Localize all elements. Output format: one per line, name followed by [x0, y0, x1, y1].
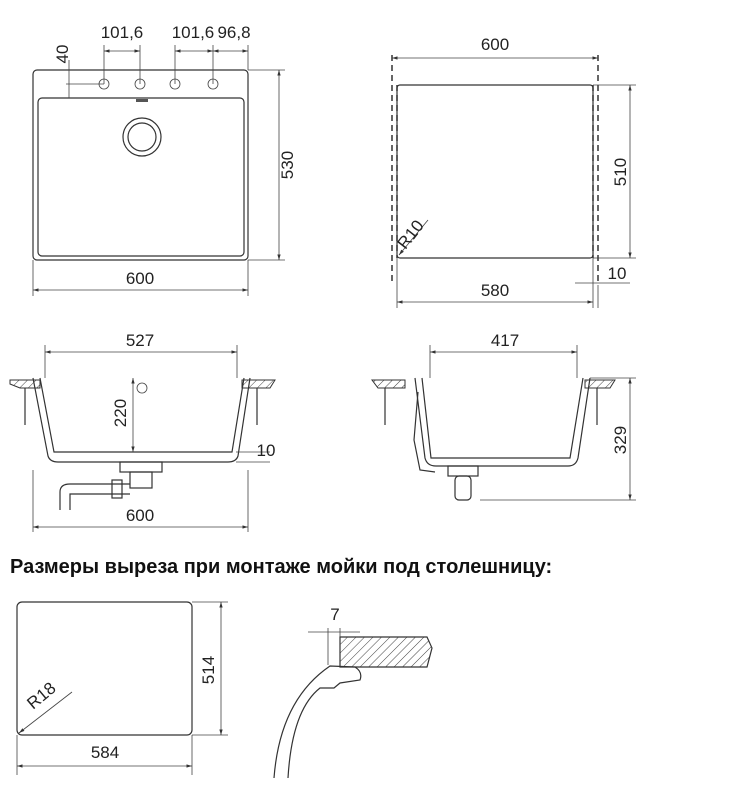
dim-template-width: 600	[481, 35, 509, 54]
dim-cutout-radius: R18	[23, 678, 59, 713]
top-view: 101,6 101,6 96,8 40 530 600	[32, 23, 297, 296]
side-section-view: 417 329	[371, 331, 636, 501]
dim-cutout-height: 514	[199, 656, 218, 684]
undermount-cutout-view: 514 R18 584	[16, 601, 228, 775]
dim-hole-edge: 96,8	[217, 23, 250, 42]
dim-cutout-width: 584	[91, 743, 119, 762]
dim-detail-offset: 7	[330, 605, 339, 624]
drain-siphon	[59, 461, 163, 510]
dim-hole-spacing-1: 101,6	[101, 23, 144, 42]
dim-bowl-width: 527	[126, 331, 154, 350]
dim-depth: 530	[278, 151, 297, 179]
sink-outline	[32, 69, 249, 261]
bowl-outline	[37, 97, 245, 257]
dim-bowl-length: 417	[491, 331, 519, 350]
dim-template-radius: R10	[394, 216, 428, 252]
dim-hole-spacing-2: 101,6	[172, 23, 215, 42]
dim-hole-offset: 40	[53, 45, 72, 64]
dim-template-margin: 10	[608, 264, 627, 283]
dim-bowl-depth: 220	[111, 399, 130, 427]
front-section-view: 527 220 10 600	[9, 331, 276, 532]
dim-template-inner-width: 580	[481, 281, 509, 300]
dim-template-height: 510	[611, 158, 630, 186]
dim-front-width: 600	[126, 506, 154, 525]
dim-width: 600	[126, 269, 154, 288]
dim-rim: 10	[257, 441, 276, 460]
tap-holes	[98, 78, 219, 90]
dim-total-depth: 329	[611, 426, 630, 454]
mounting-detail-view: 7	[273, 605, 433, 779]
cutout-heading: Размеры выреза при монтаже мойки под сто…	[10, 556, 553, 578]
cutout-template-view: 600 510 R10 580 10	[391, 35, 636, 308]
drain-icon	[122, 117, 162, 157]
